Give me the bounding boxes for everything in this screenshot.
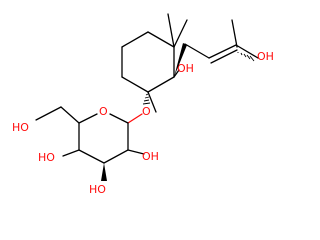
bond: [121, 31, 149, 48]
bond: [35, 106, 62, 121]
ring-hydroxyls: OH HO HO: [38, 149, 159, 196]
c2-oh-label: OH: [142, 150, 159, 163]
oh-label: OH: [177, 62, 194, 75]
bond: [127, 149, 145, 155]
molecule-drawing: OH OH O O: [12, 13, 274, 196]
methyl-bond: [147, 91, 157, 113]
bond: [235, 44, 259, 59]
bond: [60, 106, 80, 124]
bond: [147, 76, 175, 93]
bond: [109, 113, 129, 124]
glycosidic-oxygen-label: O: [142, 105, 151, 118]
side-chain: OH: [174, 19, 274, 77]
cyclohexane-ring: [121, 31, 175, 93]
bond: [173, 19, 188, 48]
bond: [78, 149, 105, 164]
bond: [62, 149, 80, 157]
gem-dimethyl: [167, 13, 188, 48]
c4-oh-label: HO: [38, 151, 55, 164]
hashed-bond: [237, 52, 255, 62]
bond: [147, 31, 175, 48]
pyranose-ring: O: [78, 105, 129, 164]
bond: [78, 113, 98, 124]
methyl-bond: [231, 19, 238, 48]
bond: [121, 76, 149, 93]
double-bond: [208, 44, 237, 59]
ring-oxygen-label: O: [99, 105, 108, 118]
bond: [103, 149, 129, 164]
bond: [173, 69, 180, 78]
c3-oh-label: HO: [89, 183, 106, 196]
double-bond-inner: [210, 49, 238, 64]
hydroxymethyl: HO: [12, 106, 80, 134]
bond: [184, 43, 210, 59]
bond: [127, 113, 143, 124]
side-chain-oh-label: OH: [257, 50, 274, 63]
primary-oh-label: HO: [12, 121, 29, 134]
bond: [167, 13, 175, 48]
wedge-bond: [174, 43, 187, 77]
wedge-bond: [101, 163, 107, 181]
structure-diagram: OH OH O O: [12, 13, 274, 196]
quaternary-hydroxyl: OH: [173, 62, 194, 78]
glycosidic-linkage: O: [127, 93, 151, 124]
